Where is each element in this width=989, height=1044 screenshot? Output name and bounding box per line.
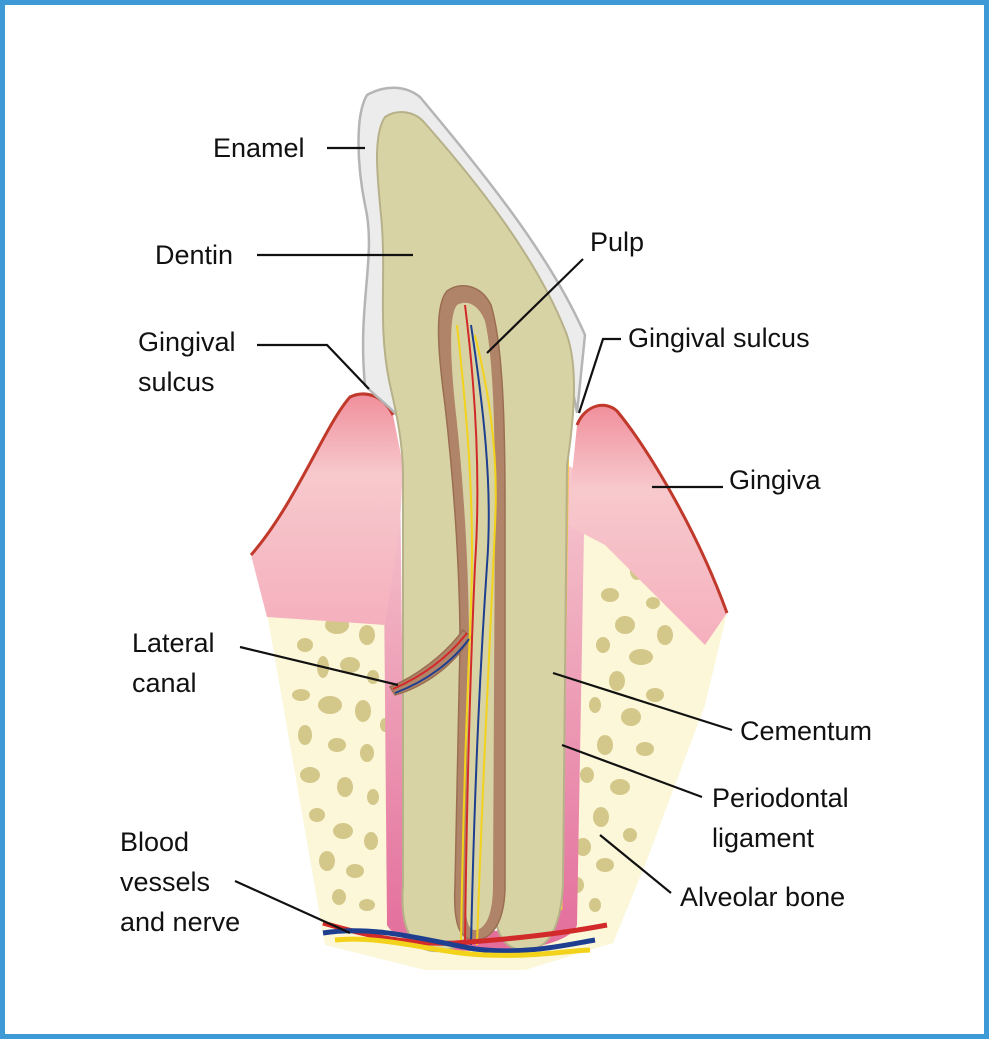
label-pulp: Pulp: [590, 227, 644, 257]
label-gingival-sulcus-left-2: sulcus: [138, 367, 215, 397]
label-periodontal-ligament-1: Periodontal: [712, 783, 849, 813]
label-gingival-sulcus-left-1: Gingival: [138, 327, 236, 357]
base-vessels-nerve: [322, 920, 608, 958]
gingiva-left: [251, 394, 403, 625]
label-alveolar-bone: Alveolar bone: [680, 882, 845, 912]
label-lateral-canal-2: canal: [132, 668, 197, 698]
lateral-canal: [388, 628, 472, 696]
tooth-anatomy-diagram: Enamel Dentin Pulp Gingival sulcus Gingi…: [120, 86, 872, 970]
label-cementum: Cementum: [740, 716, 872, 746]
label-blood-vessels-2: vessels: [120, 867, 210, 897]
leader-lines: [234, 146, 733, 935]
label-enamel: Enamel: [213, 133, 305, 163]
pulp-vessels-nerve: [392, 304, 497, 946]
label-gingival-sulcus-right: Gingival sulcus: [628, 323, 810, 353]
label-gingiva: Gingiva: [729, 465, 822, 495]
label-blood-vessels-3: and nerve: [120, 907, 240, 937]
label-periodontal-ligament-2: ligament: [712, 823, 815, 853]
label-lateral-canal-1: Lateral: [132, 628, 215, 658]
labels: Enamel Dentin Pulp Gingival sulcus Gingi…: [120, 133, 872, 937]
label-dentin: Dentin: [155, 240, 233, 270]
gingiva-right-edge: [575, 403, 729, 614]
gingiva-right: [567, 405, 727, 645]
label-blood-vessels-1: Blood: [120, 827, 189, 857]
